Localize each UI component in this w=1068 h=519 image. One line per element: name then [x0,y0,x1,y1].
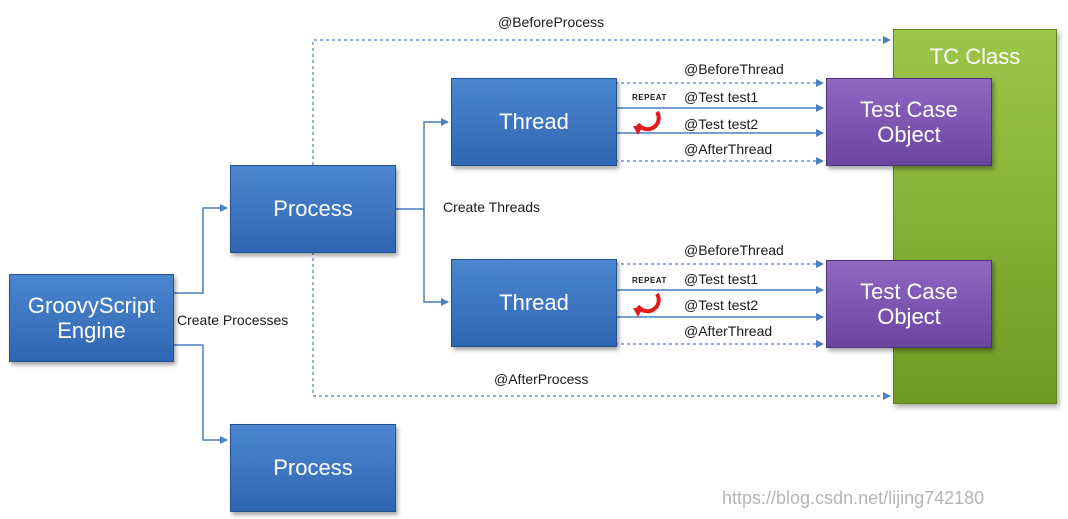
connector-after-process [312,252,891,400]
test2-label-lower: @Test test2 [684,297,759,313]
connector-process-thread1 [395,118,449,210]
before-thread-label-lower: @BeforeThread [684,242,784,258]
tc-object-label-line2: Object [877,304,941,329]
process-box-2: Process [230,424,396,512]
connector-engine-process2 [173,344,228,444]
create-threads-label: Create Threads [443,199,541,215]
after-thread-label-upper: @AfterThread [684,141,773,157]
tc-object-label-line1: Test Case [860,96,958,122]
process-label: Process [273,455,353,481]
repeat-loop-arrowhead-lower [633,308,643,317]
engine-label-line2: Engine [57,318,126,343]
connector-engine-process1 [173,204,228,294]
process-label: Process [273,196,353,222]
create-processes-label: Create Processes [177,312,289,328]
tc-object-label-line1: Test Case [860,278,958,304]
test-case-object-box-2: Test Case Object [826,260,992,348]
before-process-label: @BeforeProcess [498,14,605,30]
test1-label-upper: @Test test1 [684,89,759,105]
groovyscript-engine-box: GroovyScript Engine [9,274,174,362]
test2-label-upper: @Test test2 [684,116,759,132]
repeat-label-upper: REPEAT [632,93,667,102]
after-thread-label-lower: @AfterThread [684,323,773,339]
thread-label: Thread [499,290,569,316]
thread-label: Thread [499,109,569,135]
engine-label-line1: GroovyScript [27,292,156,318]
repeat-loop-arrowhead-upper [633,126,643,135]
test1-label-lower: @Test test1 [684,271,759,287]
process-box-1: Process [230,165,396,253]
watermark-url: https://blog.csdn.net/lijing742180 [722,488,985,508]
thread-box-2: Thread [451,259,617,347]
thread-box-1: Thread [451,78,617,166]
tc-class-label: TC Class [929,44,1021,69]
repeat-label-lower: REPEAT [632,276,667,285]
before-thread-label-upper: @BeforeThread [684,61,784,77]
tc-object-label-line2: Object [877,122,941,147]
test-case-object-box-1: Test Case Object [826,78,992,166]
connector-process-thread2 [423,209,449,306]
after-process-label: @AfterProcess [494,371,589,387]
